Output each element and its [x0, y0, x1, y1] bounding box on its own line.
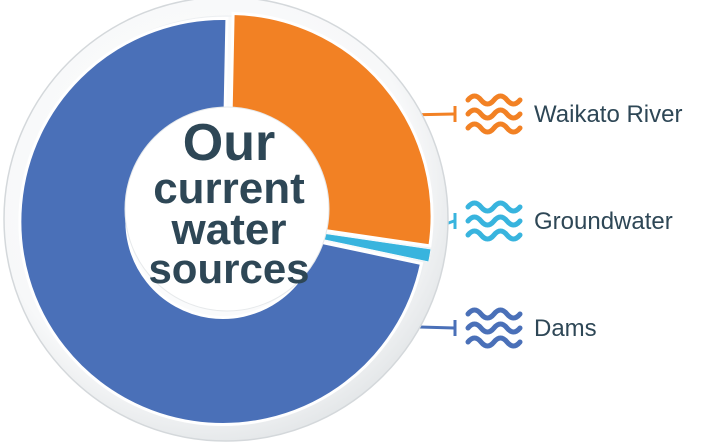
pie-slices	[18, 11, 434, 426]
pie-slice-dams	[18, 17, 424, 426]
legend-label-dams: Dams	[534, 315, 597, 342]
title-line-1: Our	[183, 114, 275, 172]
center-title: Our current water sources	[148, 114, 309, 292]
center-hole	[124, 106, 330, 312]
title-line-3: water	[171, 205, 287, 254]
legend-label-waikato-river: Waikato River	[534, 101, 682, 128]
wave-icon	[465, 200, 523, 242]
legend-label-groundwater: Groundwater	[534, 208, 673, 235]
wave-icon	[465, 307, 523, 349]
wave-icon	[465, 93, 523, 135]
title-line-4: sources	[148, 245, 309, 292]
title-line-2: current	[153, 164, 305, 213]
